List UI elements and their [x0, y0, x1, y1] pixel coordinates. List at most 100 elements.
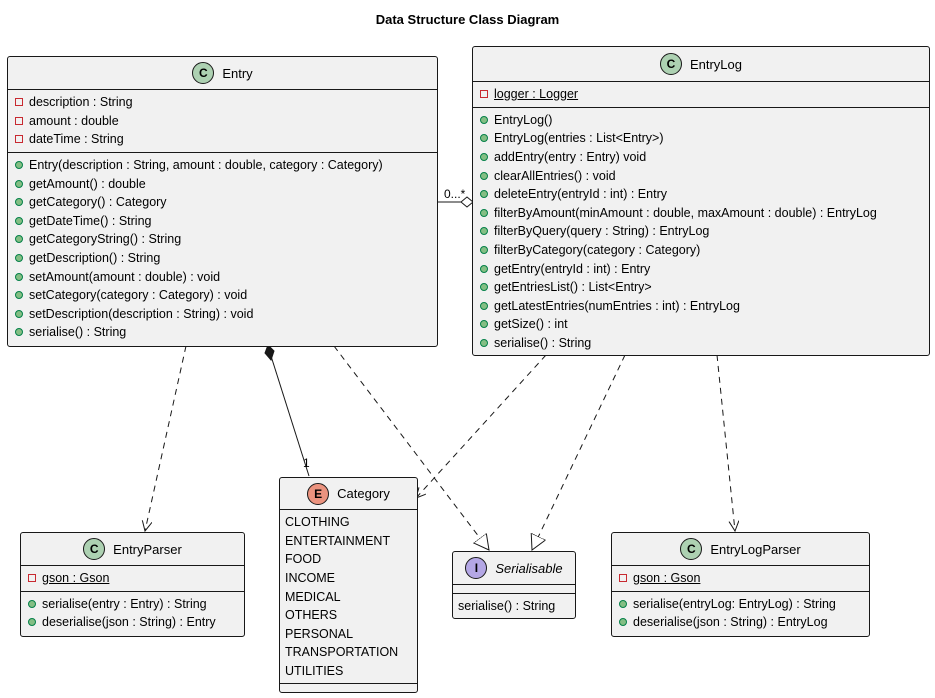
public-visibility-icon [480, 115, 488, 124]
method-text: serialise() : String [494, 336, 592, 351]
private-visibility-icon [619, 574, 627, 583]
method-text: setAmount(amount : double) : void [29, 269, 221, 284]
enum-literal: FOOD [285, 552, 322, 567]
class-badge-icon: C [192, 62, 215, 84]
method-text: deserialise(json : String) : EntryLog [633, 615, 828, 630]
method-text: EntryLog(entries : List<Entry>) [494, 131, 664, 146]
methods-section: Entry(description : String, amount : dou… [8, 151, 437, 345]
methods-section: EntryLog() EntryLog(entries : List<Entry… [473, 106, 929, 356]
method-row: filterByAmount(minAmount : double, maxAm… [473, 204, 929, 223]
public-visibility-icon [15, 179, 23, 188]
class-name: EntryLog [689, 56, 743, 72]
method-row: getEntry(entryId : int) : Entry [473, 259, 929, 278]
method-row: deserialise(json : String) : EntryLog [612, 613, 869, 632]
class-badge-icon: C [680, 538, 703, 560]
method-row: getEntriesList() : List<Entry> [473, 278, 929, 297]
field-row: gson : Gson [21, 569, 244, 588]
method-row: filterByQuery(query : String) : EntryLog [473, 222, 929, 241]
class-entrylogparser[interactable]: C EntryLogParser gson : Gson serialise(e… [611, 532, 870, 637]
method-row: clearAllEntries() : void [473, 166, 929, 185]
enum-category[interactable]: E Category CLOTHING ENTERTAINMENT FOOD I… [279, 477, 418, 693]
enum-literal: TRANSPORTATION [285, 645, 399, 660]
fields-section: description : String amount : double dat… [8, 89, 437, 152]
method-row: serialise(entry : Entry) : String [21, 595, 244, 614]
public-visibility-icon [480, 283, 488, 292]
public-visibility-icon [480, 190, 488, 199]
method-text: deleteEntry(entryId : int) : Entry [494, 187, 667, 202]
interface-badge-icon: I [465, 557, 488, 579]
method-text: EntryLog() [494, 112, 553, 127]
field-text: gson : Gson [633, 571, 701, 586]
field-row: description : String [8, 93, 437, 112]
public-visibility-icon [28, 599, 36, 608]
method-row: EntryLog(entries : List<Entry>) [473, 129, 929, 148]
method-text: serialise(entry : Entry) : String [42, 596, 207, 611]
method-text: addEntry(entry : Entry) void [494, 150, 647, 165]
method-text: getCategory() : Category [29, 195, 167, 210]
method-text: getDateTime() : String [29, 213, 152, 228]
method-text: clearAllEntries() : void [494, 168, 616, 183]
method-row: setCategory(category : Category) : void [8, 286, 437, 305]
method-row: getDateTime() : String [8, 212, 437, 231]
method-text: filterByCategory(category : Category) [494, 243, 701, 258]
enum-badge-icon: E [307, 482, 330, 505]
method-row: getCategoryString() : String [8, 230, 437, 249]
class-badge-icon: C [83, 538, 106, 560]
class-name: Entry [222, 65, 253, 81]
public-visibility-icon [28, 618, 36, 627]
public-visibility-icon [15, 216, 23, 225]
interface-serialisable-header: I Serialisable [453, 552, 575, 584]
method-row: setAmount(amount : double) : void [8, 267, 437, 286]
method-row: setDescription(description : String) : v… [8, 305, 437, 324]
public-visibility-icon [15, 272, 23, 281]
dep-entry-entryparser [145, 345, 187, 531]
method-text: setCategory(category : Category) : void [29, 288, 248, 303]
field-row: gson : Gson [612, 569, 869, 588]
class-entryparser[interactable]: C EntryParser gson : Gson serialise(entr… [20, 532, 245, 637]
interface-serialisable[interactable]: I Serialisable serialise() : String [452, 551, 576, 619]
method-text: getLatestEntries(numEntries : int) : Ent… [494, 298, 740, 313]
method-text: getEntry(entryId : int) : Entry [494, 261, 651, 276]
class-name: EntryParser [113, 541, 182, 557]
public-visibility-icon [480, 339, 488, 348]
class-entry[interactable]: C Entry description : String amount : do… [7, 56, 438, 347]
method-text: getEntriesList() : List<Entry> [494, 280, 652, 295]
class-entryparser-header: C EntryParser [21, 533, 244, 565]
enum-category-header: E Category [280, 478, 417, 509]
public-visibility-icon [480, 227, 488, 236]
public-visibility-icon [15, 254, 23, 263]
field-text: gson : Gson [42, 571, 110, 586]
method-row: getAmount() : double [8, 174, 437, 193]
enum-literal: CLOTHING [285, 515, 350, 530]
public-visibility-icon [15, 235, 23, 244]
method-row: addEntry(entry : Entry) void [473, 148, 929, 167]
method-row: getDescription() : String [8, 249, 437, 268]
public-visibility-icon [480, 246, 488, 255]
method-text: Entry(description : String, amount : dou… [29, 158, 383, 173]
dep-entrylog-entrylogparser [716, 354, 735, 531]
public-visibility-icon [15, 328, 23, 337]
method-row: serialise() : String [473, 334, 929, 353]
private-visibility-icon [28, 574, 36, 583]
field-text: dateTime : String [29, 132, 124, 147]
private-visibility-icon [480, 90, 488, 99]
private-visibility-icon [15, 98, 23, 107]
method-text: serialise(entryLog: EntryLog) : String [633, 596, 836, 611]
public-visibility-icon [480, 301, 488, 310]
class-entrylog[interactable]: C EntryLog logger : Logger EntryLog() En… [472, 46, 930, 356]
public-visibility-icon [480, 264, 488, 273]
method-row: filterByCategory(category : Category) [473, 241, 929, 260]
public-visibility-icon [15, 161, 23, 170]
realization-entrylog-serialisable [532, 354, 626, 550]
realization-entry-serialisable [333, 345, 489, 550]
method-row: deserialise(json : String) : Entry [21, 613, 244, 632]
field-text: description : String [29, 95, 133, 110]
method-text: serialise() : String [29, 325, 127, 340]
public-visibility-icon [15, 198, 23, 207]
dep-entrylog-category [416, 354, 547, 498]
fields-section: gson : Gson [21, 565, 244, 591]
field-row: logger : Logger [473, 85, 929, 104]
class-badge-icon: C [659, 53, 682, 75]
method-text: deserialise(json : String) : Entry [42, 615, 216, 630]
enum-literal: INCOME [285, 571, 335, 586]
